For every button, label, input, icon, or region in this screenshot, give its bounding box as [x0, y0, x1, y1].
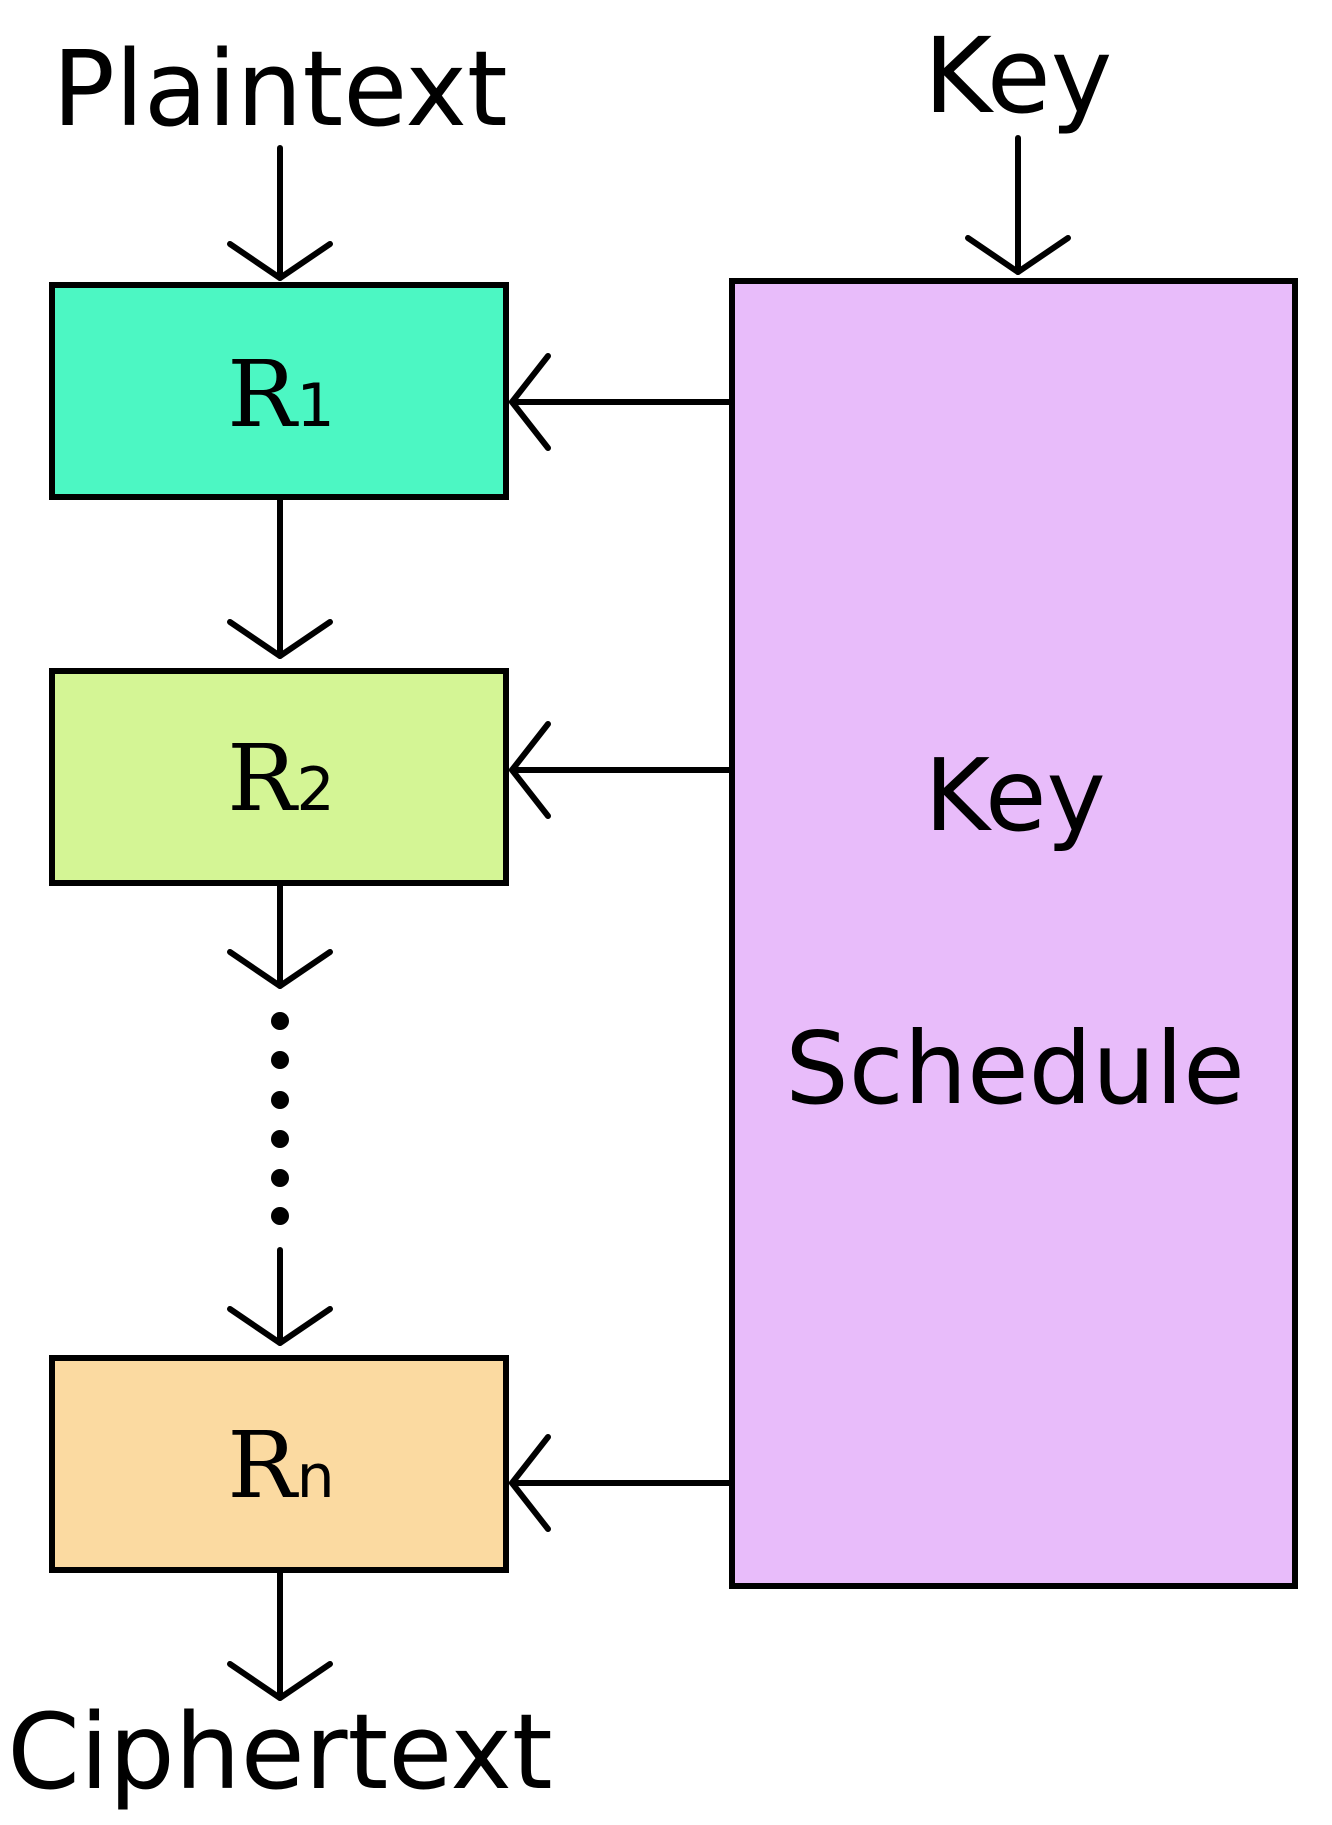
round-r1-label: R1 — [227, 341, 334, 448]
ellipsis-dots — [271, 1012, 289, 1225]
dots-to-rn-arrow — [227, 1247, 333, 1346]
subkey-arrow-rn — [509, 1434, 735, 1532]
ciphertext-label: Ciphertext — [7, 1691, 552, 1813]
key-schedule-box: Key Schedule — [729, 278, 1298, 1589]
round-rn-letter: R — [227, 1412, 299, 1519]
round-r2-label: R2 — [227, 725, 334, 832]
round-r2-letter: R — [227, 725, 299, 832]
r1-to-r2-arrow — [227, 497, 333, 659]
subkey-arrow-r1 — [509, 353, 735, 451]
key-schedule-rect — [729, 278, 1298, 1589]
round-r1-letter: R — [227, 341, 299, 448]
key-schedule-line2: Schedule — [785, 1010, 1245, 1127]
round-r1-rect — [49, 282, 509, 500]
r2-to-dots-arrow — [227, 883, 333, 989]
round-box-r2: R2 — [49, 668, 509, 886]
round-box-r1: R1 — [49, 282, 509, 500]
key-input-label: Key — [924, 15, 1113, 137]
key-schedule-line1: Key — [924, 737, 1105, 854]
round-rn-rect — [49, 1355, 509, 1573]
round-r2-rect — [49, 668, 509, 886]
rn-to-ciphertext-arrow — [227, 1570, 333, 1701]
round-box-rn: Rn — [49, 1355, 509, 1573]
round-rn-label: Rn — [227, 1412, 334, 1519]
plaintext-arrow — [227, 145, 333, 281]
round-r1-subscript: 1 — [297, 371, 335, 441]
round-rn-subscript: n — [297, 1442, 335, 1512]
plaintext-label: Plaintext — [52, 28, 507, 150]
key-input-arrow — [965, 135, 1071, 275]
round-r2-subscript: 2 — [297, 755, 335, 825]
subkey-arrow-r2 — [509, 721, 735, 819]
